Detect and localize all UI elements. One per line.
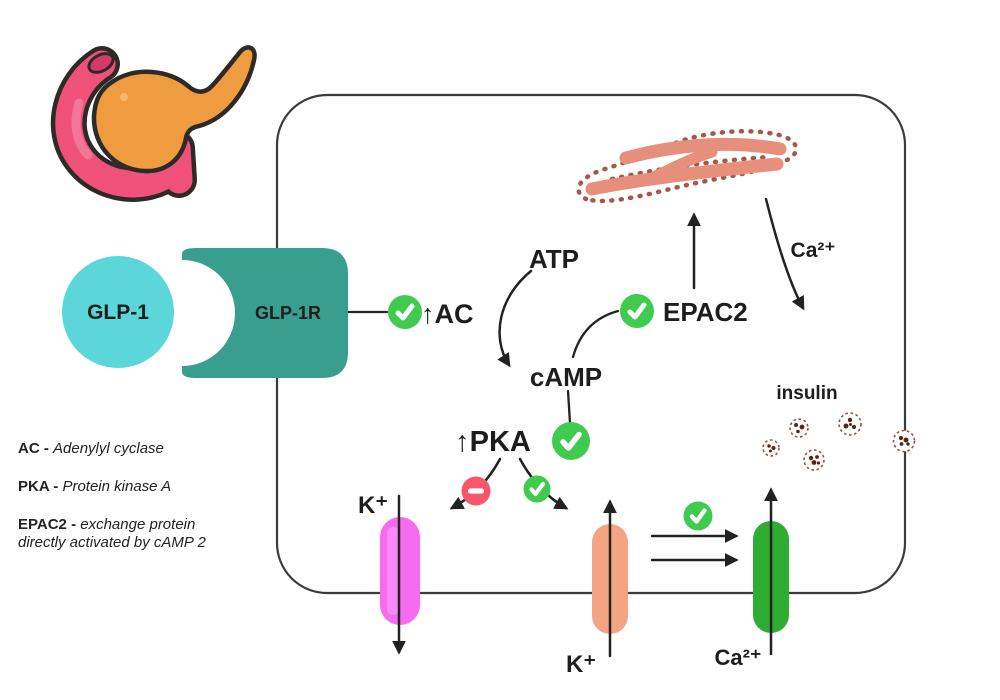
pka-branch-check-icon [523, 475, 551, 503]
insulin-label: insulin [776, 383, 837, 404]
legend-item-ac: AC - Adenylyl cyclase [18, 440, 230, 458]
camp-to-epac2-line [571, 309, 620, 359]
ca-channel-check-icon [683, 501, 713, 531]
legend-term: EPAC2 - [18, 516, 77, 533]
glp1-label: GLP-1 [87, 301, 149, 324]
pathway-arrows [346, 197, 805, 567]
receptor-complex: GLP-1 GLP-1R [62, 248, 348, 378]
atp-to-camp-arrow [497, 269, 533, 368]
insulin-granule-exocytosis [892, 429, 916, 453]
legend-item-epac2: EPAC2 - exchange protein directly activa… [18, 516, 230, 552]
k-mid-label: K⁺ [566, 651, 596, 678]
pancreas-illustration [50, 45, 257, 202]
legend-definition: Adenylyl cyclase [53, 440, 164, 457]
pathway-labels: ↑AC ATP cAMP EPAC2 ↑PKA Ca²⁺ insulin K⁺ … [358, 239, 838, 678]
ac-label: ↑AC [421, 299, 474, 329]
atp-label: ATP [529, 244, 579, 274]
er-tube-upper [619, 137, 787, 165]
duodenum-opening [87, 52, 115, 74]
er-calcium-release-arrow [764, 197, 805, 311]
ac-check-icon [388, 295, 422, 329]
endoplasmic-reticulum [576, 129, 799, 204]
insulin-granule [838, 412, 862, 436]
inhibition-minus-icon [461, 476, 491, 506]
camp-label: cAMP [530, 362, 602, 392]
legend-definition: Protein kinase A [62, 478, 172, 495]
glp1r-label: GLP-1R [255, 303, 321, 323]
glp1-ligand-ball [62, 256, 174, 368]
epac2-check-icon [620, 294, 654, 328]
legend-term: AC - [18, 440, 49, 457]
ca-release-label: Ca²⁺ [791, 239, 836, 262]
status-badges [388, 294, 713, 531]
er-tube-fork [648, 146, 718, 183]
insulin-granule [762, 439, 780, 457]
glp1r-receptor-shape [182, 248, 348, 378]
insulin-granule [789, 418, 809, 438]
legend-term: PKA - [18, 478, 59, 495]
legend-item-pka: PKA - Protein kinase A [18, 478, 230, 496]
pka-label: ↑PKA [455, 426, 531, 458]
camp-to-pka-line [566, 389, 572, 425]
k-atp-channel-highlight [387, 527, 399, 615]
duodenum-shine [71, 98, 93, 160]
pancreas-body [91, 45, 257, 174]
pka-check-icon [552, 422, 590, 460]
insulin-granules [762, 412, 916, 471]
epac2-label: EPAC2 [663, 297, 748, 327]
pancreas-highlight [120, 93, 128, 101]
abbreviation-legend: AC - Adenylyl cyclase PKA - Protein kina… [18, 440, 230, 572]
insulin-granule [803, 449, 825, 471]
legend-definition: exchange protein directly activated by c… [18, 516, 206, 551]
k-left-label: K⁺ [358, 492, 388, 519]
er-tube-lower [585, 157, 784, 196]
er-dotted-outline [576, 129, 799, 204]
ion-channels [380, 487, 789, 658]
ca-channel-label: Ca²⁺ [714, 645, 761, 670]
